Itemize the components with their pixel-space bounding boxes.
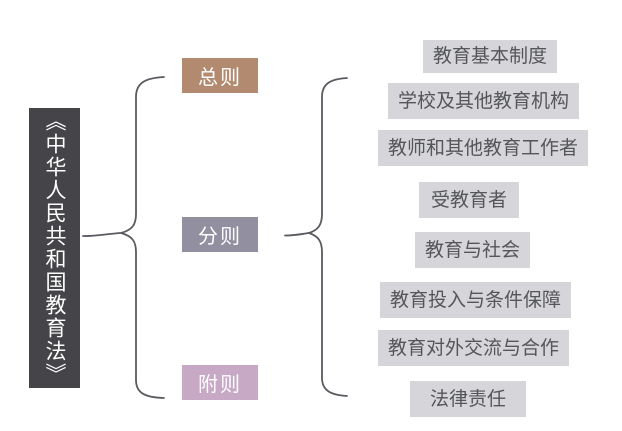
root-node-law-title: 《中华人民共和国教育法》: [29, 108, 80, 388]
leaf-node-education-and-society: 教育与社会: [415, 232, 531, 268]
root-connector-line: [82, 232, 121, 237]
branch-node-general-provisions: 总则: [182, 58, 258, 93]
leaf-node-legal-liability: 法律责任: [410, 381, 527, 417]
branch-connector-line: [284, 232, 310, 237]
left-brace: [117, 76, 165, 399]
leaf-node-basic-education-system: 教育基本制度: [423, 40, 558, 73]
right-brace: [306, 77, 348, 397]
leaf-node-investment-and-guarantee: 教育投入与条件保障: [380, 282, 572, 318]
leaf-node-educatees: 受教育者: [419, 182, 520, 218]
leaf-node-schools-and-institutions: 学校及其他教育机构: [388, 83, 580, 119]
leaf-node-teachers-and-educators: 教师和其他教育工作者: [378, 130, 589, 166]
branch-node-specific-provisions: 分则: [182, 217, 258, 252]
leaf-node-foreign-exchange-cooperation: 教育对外交流与合作: [378, 330, 570, 366]
branch-node-supplementary-provisions: 附则: [182, 365, 258, 400]
